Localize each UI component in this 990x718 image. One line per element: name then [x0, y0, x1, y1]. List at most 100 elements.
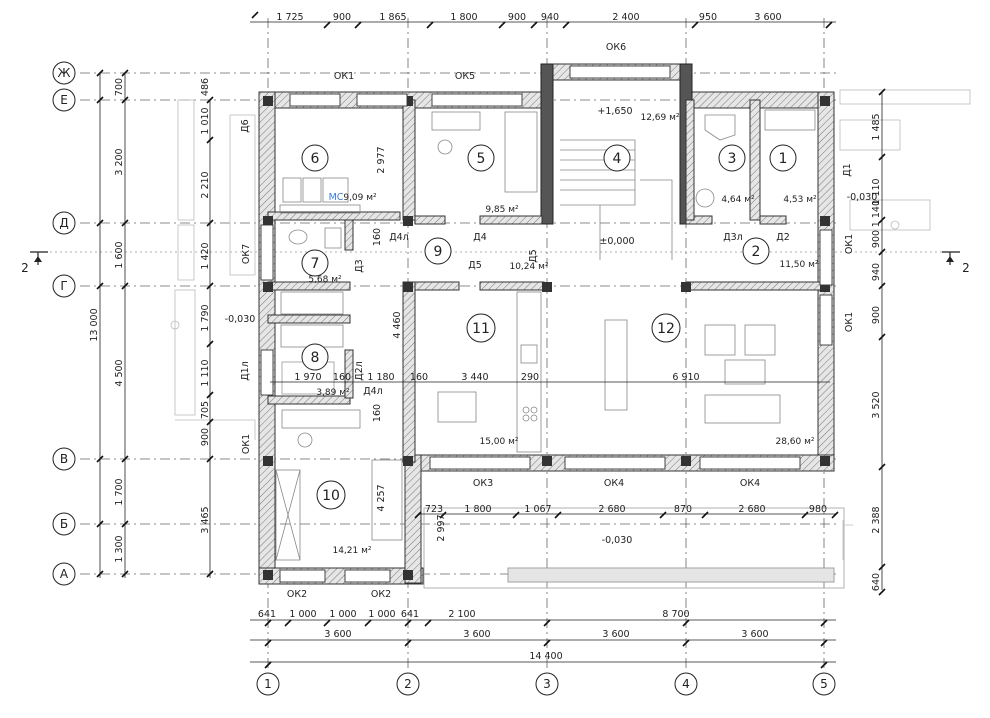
windows: [260, 65, 833, 583]
door-label: Д5: [468, 260, 481, 271]
room-number: 4: [613, 151, 622, 167]
dim-text: 940: [541, 12, 559, 23]
dim-text: 4 460: [392, 311, 403, 338]
door-label: Д1: [842, 163, 853, 176]
room-area: 14,21 м²: [332, 546, 371, 556]
room-number: 7: [311, 256, 320, 272]
dim-text: 641: [401, 609, 419, 620]
room-4: 4 12,69 м²: [603, 113, 680, 172]
dim-text: 1 000: [368, 609, 395, 620]
room-8: 8 3,89 м²: [301, 343, 350, 398]
dim-text: 1 000: [289, 609, 316, 620]
level-entry-right: -0,030: [847, 192, 878, 203]
dims-porch: 723 1 800 1 067 2 680 870 2 680 980: [425, 504, 827, 515]
dim-text: 1 725: [276, 12, 303, 23]
window-label: ОК1: [241, 434, 252, 454]
dim-text: 900: [871, 306, 882, 324]
axis-label: Ж: [58, 66, 71, 80]
dim-text: 1 600: [114, 241, 125, 268]
room-number: 12: [657, 321, 675, 337]
room-area: 9,85 м²: [485, 205, 519, 215]
room-area: 5,68 м²: [308, 275, 342, 285]
dim-text: 900: [871, 230, 882, 248]
dim-text: 900: [508, 12, 526, 23]
room-number: 2: [752, 244, 761, 260]
dim-text: 3 520: [871, 391, 882, 418]
dim-text: 900: [200, 428, 211, 446]
room-9: 910,24 м²: [424, 237, 549, 272]
room-number: 11: [472, 321, 490, 337]
dim-text: 641: [258, 609, 276, 620]
dim-text: 1 180: [367, 372, 394, 383]
window-labels: ОК1 ОК5 ОК6 ОК7 ОК1 ОК1 ОК1 ОК3 ОК4 ОК4 …: [241, 42, 855, 600]
dim-text: 1 067: [524, 504, 551, 515]
axis-bubble-2: 2: [396, 672, 420, 696]
dims-right: 1 485 1 110 1 140 900 940 900 3 520 2 38…: [871, 113, 882, 591]
dim-text: 2 977: [376, 146, 387, 173]
door-label: Д4л: [389, 232, 409, 243]
dim-text: 1 800: [464, 504, 491, 515]
dim-text: 160: [333, 372, 351, 383]
section-marker-right: 2: [942, 251, 970, 275]
dim-text: 1 700: [114, 478, 125, 505]
dim-text: 1 790: [200, 304, 211, 331]
axis-bubbles-horizontal: Ж Е Д Г В Б А: [52, 61, 76, 586]
dim-text: 14 400: [529, 651, 562, 662]
axis-label: Г: [60, 279, 67, 293]
dims-top: 1 725 900 1 865 1 800 900 940 2 400 950 …: [276, 12, 781, 23]
dim-text: 1 140: [871, 200, 882, 227]
room-area: 3,89 м²: [316, 388, 350, 398]
dim-text: 160: [372, 228, 383, 246]
axis-bubble-4: 4: [674, 672, 698, 696]
room-number: 1: [779, 151, 788, 167]
door-label: Д1л: [240, 361, 251, 381]
door-label: Д2: [776, 232, 789, 243]
dim-text: 1 420: [200, 242, 211, 269]
furniture: [275, 109, 816, 561]
dim-text: 1 010: [200, 107, 211, 134]
dim-text: 705: [200, 401, 211, 419]
dim-text: 1 865: [379, 12, 406, 23]
dim-text: 3 440: [461, 372, 488, 383]
dim-text: 700: [114, 78, 125, 96]
dim-text: 1 800: [450, 12, 477, 23]
axis-label: Е: [60, 93, 68, 107]
dim-text: 1 000: [329, 609, 356, 620]
window-label: ОК5: [455, 71, 475, 82]
dim-text: 1 300: [114, 535, 125, 562]
door-label: Д2л: [354, 361, 365, 381]
door-label: Д3: [354, 259, 365, 272]
dims-inner: 2 977 4 460 4 257 2 997 1 970 160 1 180 …: [294, 146, 699, 541]
stair: [560, 139, 673, 260]
room-area: 28,60 м²: [775, 437, 814, 447]
room-area: 12,69 м²: [640, 113, 679, 123]
dim-text: 4 500: [114, 359, 125, 386]
dim-text: 2 210: [200, 171, 211, 198]
door-labels: Д6 Д4л Д4 Д5 Д5 Д3 Д3л Д2 Д1 Д1л Д2л Д4л: [240, 119, 853, 397]
dim-text: 6 910: [672, 372, 699, 383]
room-number: 9: [434, 244, 443, 260]
axis-bubble-zh: Ж: [52, 61, 76, 85]
dim-text: 3 600: [754, 12, 781, 23]
room-5: 59,85 м²: [467, 144, 519, 215]
axis-label: Д: [59, 216, 68, 230]
room-area: 9,09 м²: [343, 193, 377, 203]
room-number: 8: [311, 350, 320, 366]
level-porch: -0,030: [602, 535, 633, 546]
room-2: 211,50 м²: [742, 237, 819, 270]
dimension-lines: [96, 11, 886, 669]
dim-text: 2 400: [612, 12, 639, 23]
room-labels: 14,53 м² 211,50 м² 34,64 м² 412,69 м² 59…: [301, 113, 819, 556]
window-label: ОК4: [740, 478, 760, 489]
axis-label: 3: [543, 677, 551, 691]
level-stair: +1,650: [597, 106, 632, 117]
axis-label: 2: [404, 677, 412, 691]
window-label: ОК1: [334, 71, 354, 82]
dim-text: 486: [200, 78, 211, 96]
dim-text: 160: [372, 404, 383, 422]
dim-text: 3 465: [200, 506, 211, 533]
dim-text: 980: [809, 504, 827, 515]
site-context: [170, 89, 971, 589]
dim-text: 940: [871, 263, 882, 281]
